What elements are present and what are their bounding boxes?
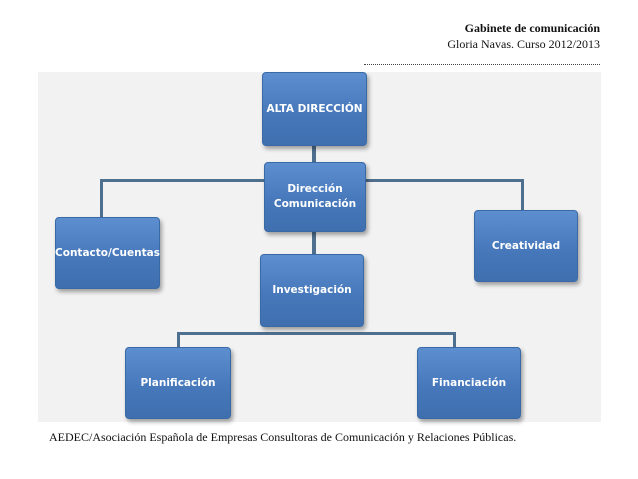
node-creatividad-label: Creatividad xyxy=(491,239,561,252)
org-chart: ALTA DIRECCIÓN Dirección Comunicación Co… xyxy=(38,72,601,422)
node-planificacion: Planificación xyxy=(125,347,231,419)
connector-alta-to-direccion xyxy=(312,146,316,162)
connector-bottom-right-vertical xyxy=(453,332,456,347)
header-title: Gabinete de comunicación xyxy=(464,21,600,35)
connector-left-vertical xyxy=(100,179,103,217)
node-contacto-cuentas: Contacto/Cuentas xyxy=(55,217,160,289)
node-planificacion-label: Planificación xyxy=(140,376,216,389)
connector-direccion-to-investigacion xyxy=(312,232,316,254)
connector-right-vertical xyxy=(521,179,524,210)
document-header: Gabinete de comunicación Gloria Navas. C… xyxy=(447,20,600,52)
node-direccion-comunicacion-label: Dirección Comunicación xyxy=(273,183,357,210)
node-direccion-comunicacion: Dirección Comunicación xyxy=(264,162,366,232)
connector-bottom-left-vertical xyxy=(177,332,180,347)
node-contacto-cuentas-label: Contacto/Cuentas xyxy=(55,246,160,259)
connector-left-horizontal xyxy=(100,179,264,182)
node-alta-direccion: ALTA DIRECCIÓN xyxy=(262,72,367,146)
header-subtitle: Gloria Navas. Curso 2012/2013 xyxy=(447,37,600,51)
connector-bottom-horizontal xyxy=(177,332,456,335)
connector-right-horizontal xyxy=(366,179,524,182)
header-divider xyxy=(364,64,600,65)
node-alta-direccion-label: ALTA DIRECCIÓN xyxy=(266,102,363,115)
node-financiacion-label: Financiación xyxy=(431,376,507,389)
node-investigacion: Investigación xyxy=(260,254,364,327)
node-financiacion: Financiación xyxy=(417,347,521,419)
node-investigacion-label: Investigación xyxy=(272,284,352,296)
node-creatividad: Creatividad xyxy=(474,210,578,282)
source-caption: AEDEC/Asociación Española de Empresas Co… xyxy=(49,430,517,444)
